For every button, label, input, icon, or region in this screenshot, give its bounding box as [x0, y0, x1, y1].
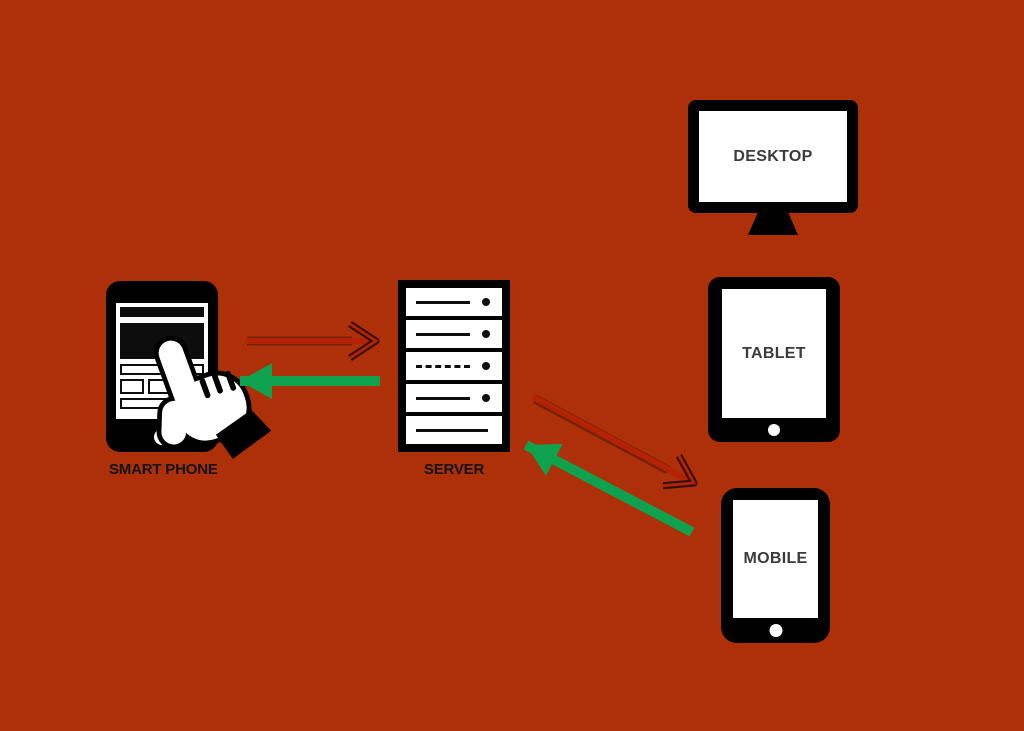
led-dot [482, 298, 490, 306]
led-dot [482, 330, 490, 338]
smartphone-label: SMART PHONE [109, 461, 218, 478]
mobile-label: MOBILE [743, 550, 808, 567]
server-label: SERVER [423, 461, 485, 478]
home-button [769, 624, 782, 637]
led-dot [482, 362, 490, 370]
server-slot [406, 384, 502, 412]
desktop-stand [748, 212, 798, 235]
mobile-device: MOBILE [721, 488, 830, 643]
desktop-device: DESKTOP [688, 100, 858, 213]
desktop-label: DESKTOP [733, 147, 813, 165]
wireframe-cell [120, 379, 144, 394]
server-slot [406, 352, 502, 380]
server-slot [406, 416, 502, 444]
server-slot [406, 320, 502, 348]
led-dot [482, 394, 490, 402]
mobile-screen: MOBILE [733, 500, 818, 618]
arrow-server-to-mobile [531, 394, 698, 490]
tablet-label: TABLET [742, 344, 806, 362]
tablet-screen: TABLET [722, 289, 826, 418]
home-button [768, 424, 780, 436]
desktop-screen: DESKTOP [699, 111, 847, 202]
arrow-mobile-to-server [523, 440, 695, 537]
server-slot [406, 288, 502, 316]
wireframe-header-bar [120, 307, 204, 317]
server-device [398, 280, 510, 452]
hand-pointer-icon [148, 328, 272, 471]
tablet-device: TABLET [708, 277, 840, 442]
